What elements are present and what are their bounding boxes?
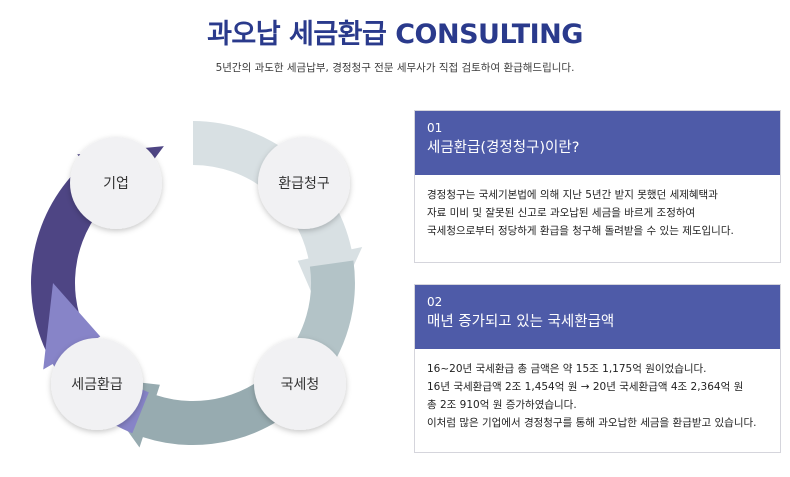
info-card-refund-growth: 02 매년 증가되고 있는 국세환급액 16~20년 국세환급 총 금액은 약 …	[414, 284, 781, 453]
node-label: 세금환급	[71, 377, 123, 393]
page-title: 과오납 세금환급 CONSULTING	[207, 19, 583, 50]
page-subtitle: 5년간의 과도한 세금납부, 경정청구 전문 세무사가 직접 검토하여 환급해드…	[215, 62, 575, 74]
card-title: 세금환급(경정청구)이란?	[427, 140, 580, 156]
card-text-line: 16년 국세환급액 2조 1,454억 원 → 20년 국세환급액 4조 2,3…	[427, 381, 744, 393]
info-card-what-is-refund: 01 세금환급(경정청구)이란? 경정청구는 국세기본법에 의해 지난 5년간 …	[414, 110, 781, 263]
card-number: 02	[427, 295, 443, 309]
node-circle	[254, 338, 346, 430]
card-text-line: 자료 미비 및 잘못된 신고로 과오납된 세금을 바르게 조정하여	[427, 207, 696, 219]
node-refund-claim: 환급청구	[258, 137, 350, 229]
card-header: 02 매년 증가되고 있는 국세환급액	[415, 285, 780, 349]
card-body: 16~20년 국세환급 총 금액은 약 15조 1,175억 원이었습니다. 1…	[415, 349, 780, 432]
node-company: 기업	[70, 137, 162, 229]
card-text-line: 이처럼 많은 기업에서 경정청구를 통해 과오납한 세금을 환급받고 있습니다.	[427, 417, 757, 429]
node-circle	[258, 137, 350, 229]
card-text-line: 총 2조 910억 원 증가하였습니다.	[427, 399, 577, 411]
node-label: 기업	[103, 176, 129, 192]
card-number: 01	[427, 121, 443, 135]
node-circle	[70, 137, 162, 229]
node-label: 국세청	[281, 377, 320, 393]
card-text-line: 국세청으로부터 정당하게 환급을 청구해 돌려받을 수 있는 제도입니다.	[427, 225, 734, 237]
node-tax-refund: 세금환급	[51, 338, 143, 430]
node-circle	[51, 338, 143, 430]
card-text-line: 경정청구는 국세기본법에 의해 지난 5년간 받지 못했던 세제혜택과	[427, 189, 718, 201]
card-title: 매년 증가되고 있는 국세환급액	[427, 314, 615, 330]
card-text-line: 16~20년 국세환급 총 금액은 약 15조 1,175억 원이었습니다.	[427, 363, 707, 375]
node-label: 환급청구	[278, 176, 330, 192]
card-body: 경정청구는 국세기본법에 의해 지난 5년간 받지 못했던 세제혜택과 자료 미…	[415, 175, 780, 240]
card-header: 01 세금환급(경정청구)이란?	[415, 111, 780, 175]
node-national-tax-service: 국세청	[254, 338, 346, 430]
